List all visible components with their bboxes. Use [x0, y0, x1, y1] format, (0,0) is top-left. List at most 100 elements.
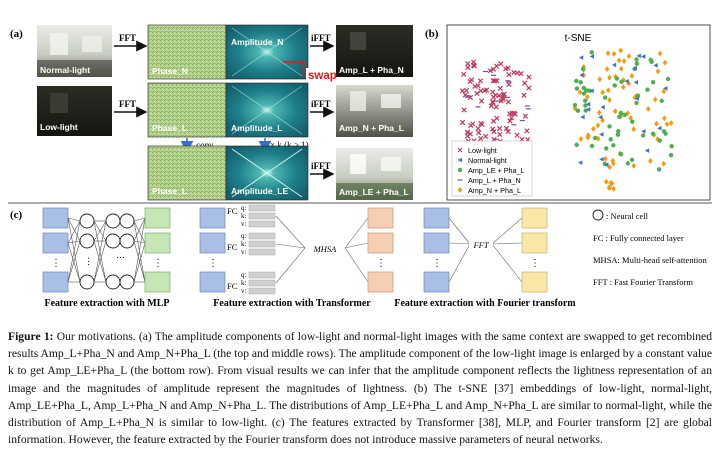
tsne-point-amp-n-pha-l: [611, 185, 616, 192]
amplitude-l-label: Amplitude_L: [231, 123, 282, 133]
tsne-point-amp-n-pha-l: [595, 122, 601, 129]
tsne-point-amp-le-pha-l: [617, 114, 622, 120]
tsne-point-low-light: [497, 85, 503, 92]
fft-label-c: FFT: [472, 240, 489, 250]
tsne-point-normal-light: [604, 162, 609, 168]
tsne-point-amp-n-pha-l: [618, 65, 624, 72]
tsne-point-low-light: [483, 133, 489, 140]
svg-text:⋮: ⋮: [376, 258, 386, 269]
tsne-point-amp-n-pha-l: [652, 96, 658, 103]
tsne-point-amp-n-pha-l: [662, 59, 668, 66]
tsne-point-amp-le-pha-l: [619, 79, 624, 84]
tsne-point-amp-le-pha-l: [574, 142, 579, 147]
tsne-point-low-light: [505, 128, 511, 135]
tsne-point-amp-n-pha-l: [611, 50, 617, 57]
tsne-point-low-light: [507, 118, 513, 124]
tsne-point-amp-n-pha-l: [616, 57, 622, 64]
tsne-legend-label: Amp_LE + Pha_L: [468, 166, 525, 175]
tsne-point-low-light: [526, 85, 532, 91]
tsne-point-low-light: [522, 113, 529, 119]
svg-text:FC: FC: [227, 281, 238, 291]
tsne-point-amp-le-pha-l: [582, 98, 588, 103]
tsne-point-amp-n-pha-l: [605, 50, 611, 57]
tsne-point-normal-light: [653, 63, 658, 68]
svg-text:q:: q:: [241, 271, 247, 279]
mhsa-label: MHSA: [313, 244, 337, 254]
tsne-point-low-light: [526, 74, 532, 80]
figure-caption: Figure 1: Our motivations. (a) The ampli…: [8, 328, 712, 448]
ifft-label-3: iFFT: [311, 161, 331, 171]
tsne-point-amp-le-pha-l: [657, 138, 663, 143]
svg-text:⋮: ⋮: [530, 258, 540, 269]
svg-text:k:: k:: [241, 240, 247, 248]
tsne-point-low-light: [521, 92, 527, 98]
tsne-legend-marker: [457, 157, 462, 163]
panel-c-legend: : Neural cell FC : Fully connected layer…: [592, 209, 708, 287]
transformer-caption: Feature extraction with Transformer: [213, 298, 371, 309]
tsne-legend-label: Amp_L + Pha_N: [468, 176, 521, 185]
tsne-point-amp-le-pha-l: [634, 100, 639, 106]
tsne-point-amp-n-pha-l: [607, 97, 612, 104]
tsne-point-low-light: [472, 83, 478, 89]
tsne-point-amp-le-pha-l: [650, 79, 656, 85]
tsne-point-amp-n-pha-l: [655, 136, 660, 143]
tsne-point-low-light: [461, 71, 467, 77]
tsne-point-normal-light: [589, 54, 595, 59]
tsne-point-normal-light: [657, 125, 662, 131]
svg-text:⋮: ⋮: [84, 256, 93, 266]
tsne-point-normal-light: [632, 65, 637, 71]
fourier-diagram: ⋮ FFT ⋮ Feature extraction with Fourier …: [394, 207, 576, 309]
phase-n-label: Phase_N: [152, 66, 188, 76]
tsne-point-amp-n-pha-l: [618, 47, 624, 54]
tsne-point-amp-n-pha-l: [577, 89, 583, 96]
tsne-point-amp-n-pha-l: [654, 120, 659, 127]
tsne-point-amp-le-pha-l: [608, 137, 613, 142]
phase-n-image: [147, 24, 227, 80]
svg-text:⋮: ⋮: [51, 258, 61, 269]
tsne-point-amp-n-pha-l: [600, 89, 605, 96]
row-normal-light: Normal-light FFT Phase_N Amplitude_N iFF…: [37, 24, 413, 80]
tsne-point-amp-le-pha-l: [578, 80, 583, 85]
fourier-caption: Feature extraction with Fourier transfor…: [394, 298, 576, 309]
panel-a-label: (a): [10, 28, 23, 40]
tsne-point-amp-n-pha-l: [657, 50, 663, 57]
tsne-legend-box: [451, 140, 533, 197]
tsne-point-amp-n-pha-l: [631, 162, 637, 169]
tsne-point-amp-le-pha-l: [669, 144, 674, 149]
svg-text:v:: v:: [241, 248, 247, 256]
phase-l-image: [147, 82, 227, 138]
tsne-point-amp-le-pha-l: [665, 76, 671, 82]
tsne-point-normal-light: [585, 107, 591, 112]
svg-text:v:: v:: [241, 287, 247, 295]
tsne-point-low-light: [461, 107, 467, 113]
phase-l-label: Phase_L: [152, 123, 187, 133]
tsne-point-low-light: [506, 72, 512, 78]
tsne-point-amp-le-pha-l: [659, 98, 664, 104]
row-low-light: Low-light FFT Phase_L Amplitude_L iFFT A…: [37, 82, 413, 138]
tsne-point-low-light: [506, 81, 512, 88]
tsne-point-normal-light: [641, 128, 646, 134]
tsne-legend-marker: [457, 147, 463, 153]
tsne-point-low-light: [488, 103, 494, 109]
tsne-point-low-light: [477, 78, 484, 84]
tsne-point-normal-light: [577, 160, 583, 165]
tsne-point-amp-le-pha-l: [572, 102, 578, 108]
normal-light-label: Normal-light: [40, 65, 90, 75]
svg-text:FC: FC: [227, 242, 238, 252]
tsne-point-low-light: [509, 110, 515, 116]
svg-text:⋮: ⋮: [208, 258, 218, 269]
legend-fc: FC : Fully connected layer: [593, 233, 684, 243]
tsne-point-amp-n-pha-l: [612, 108, 618, 115]
tsne-point-normal-light: [600, 104, 605, 110]
fft-label-1: FFT: [119, 33, 136, 43]
tsne-point-low-light: [468, 122, 474, 129]
svg-text:v:: v:: [241, 220, 247, 228]
tsne-point-amp-n-pha-l: [668, 120, 674, 127]
svg-text:k:: k:: [241, 279, 247, 287]
tsne-point-low-light: [500, 96, 506, 103]
legend-mhsa: MHSA: Multi-head self-attention: [593, 255, 708, 265]
tsne-point-amp-n-pha-l: [629, 72, 635, 79]
panel-b-label: (b): [425, 28, 439, 40]
tsne-point-low-light: [462, 92, 468, 98]
tsne-point-amp-le-pha-l: [607, 124, 612, 129]
